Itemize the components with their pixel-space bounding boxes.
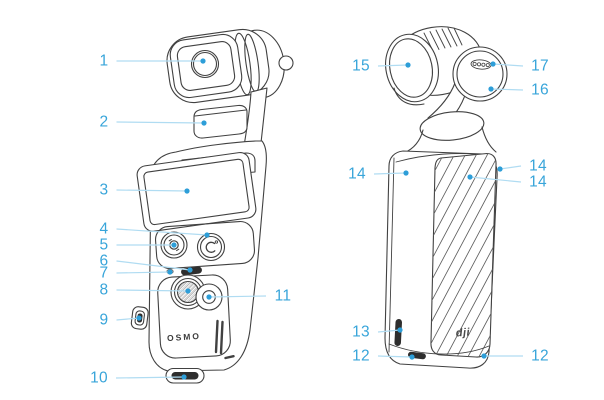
callout-15-label: 15 [352,57,370,75]
bottom-rim [388,343,490,355]
vent-holes [470,59,492,70]
back-cover [430,152,497,358]
side-grille [214,319,224,355]
callout-11-line [208,295,267,298]
quick-switch-icon [205,240,219,253]
callout-7-label: 7 [99,264,109,282]
callout-4-dot [204,232,210,238]
callout-9-line [116,317,140,321]
camera-back-cap [385,33,439,106]
back-device-art [384,26,508,369]
callout-10-dot [181,374,187,380]
callout-16-label: 16 [531,81,549,99]
callout-14a-dot [403,170,409,176]
gimbal-bracket-notch [278,55,294,71]
callout-1-label: 1 [99,52,109,70]
callout-14c-label: 14 [529,173,547,191]
callout-13-line [377,329,401,333]
callout-6-dot [187,267,193,273]
touchscreen [136,152,257,232]
callout-7-dot [167,269,173,275]
callout-5-dot [171,242,177,248]
right-function-button [196,232,226,262]
front-device-art [130,28,294,384]
callout-10-label: 10 [90,369,108,387]
gimbal-tilt-motor [452,46,508,102]
callout-15-line [377,64,409,67]
callout-14b-line [499,165,522,170]
callout-1-dot [200,58,206,64]
callout-13-dot [397,327,403,333]
callout-11-dot [206,294,212,300]
callout-9-label: 9 [99,311,109,329]
callout-14a-label: 14 [348,165,366,183]
callout-17-label: 17 [531,57,549,75]
callout-4-line [116,228,208,236]
callout-14a-line [373,172,407,175]
callout-10-line [115,376,185,379]
callout-3-label: 3 [99,181,109,199]
callout-2-line [116,121,205,124]
callout-overlay [115,58,524,380]
callout-16-dot [488,86,494,92]
back-neck [403,111,497,154]
callout-14b-dot [497,166,503,172]
corner-notch [224,355,235,360]
callout-3-dot [184,188,190,194]
callout-8-dot [185,288,191,294]
callout-12a-line [377,355,413,358]
heatsink-fins [423,27,463,52]
callout-13-label: 13 [352,323,370,341]
callout-7-line [116,271,171,274]
callout-17-dot [490,61,496,67]
callout-16-line [490,88,524,91]
dji-logo: dji [455,326,471,340]
callout-14b-label: 14 [529,157,547,175]
callout-12b-dot [481,353,487,359]
callout-12a-dot [409,354,415,360]
camera-head [166,28,294,104]
callout-3-line [116,189,188,192]
cover-hatch-texture [430,153,497,358]
speaker-grille [394,319,403,347]
callout-2-label: 2 [99,113,109,131]
camera-lens [190,49,220,79]
callout-11-label: 11 [274,287,292,305]
callout-6-label: 6 [99,252,109,270]
pan-motor [193,104,248,139]
callout-8-label: 8 [99,281,109,299]
button-panel [154,220,256,270]
callout-5-label: 5 [99,236,109,254]
callout-17-line [492,63,524,67]
callout-12a-label: 12 [352,347,370,365]
callout-8-line [116,289,189,292]
callout-12b-label: 12 [531,347,549,365]
callout-14c-line [469,176,522,183]
callout-2-dot [201,120,207,126]
callout-6-line [116,260,191,271]
callout-14c-dot [467,174,473,180]
gimbal-arm [193,87,268,153]
callout-9-dot [136,315,142,321]
callout-15-dot [405,62,411,68]
callout-4-label: 4 [99,220,109,238]
